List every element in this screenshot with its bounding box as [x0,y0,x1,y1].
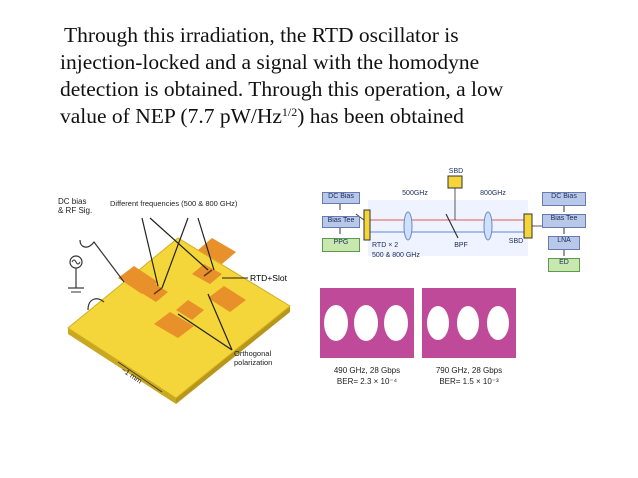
sbd-top-icon [447,175,463,189]
eye-diagram-790 [422,288,516,358]
wire-3 [87,298,105,311]
chip-side-front [68,328,176,404]
rtd-chip-drawing [67,217,291,404]
paragraph-line-2: injection-locked and a signal with the h… [60,50,480,74]
rtd-chip-figure: DC bias & RF Sig. Different frequencies … [58,178,310,404]
bias-tee-box-left: Bias Tee [322,216,360,228]
eye-open-1b [354,305,378,341]
paragraph-line-1: Through this irradiation, the RTD oscill… [64,23,459,47]
slot-1 [153,287,163,295]
freq-arrow-2 [149,217,209,271]
polar-arrow-1 [177,313,233,351]
body-paragraph: Through this irradiation, the RTD oscill… [60,22,620,130]
freq-arrow-4 [197,217,215,271]
sbd-right-label: SBD [508,238,524,245]
dc-bias-box-right: DC Bias [542,192,586,206]
bias-tee-box-right: Bias Tee [542,214,586,228]
sbd-top-label: SBD [448,168,464,175]
pad-3 [198,238,236,264]
nep-exponent: 1/2 [281,105,298,119]
rtd-x2-label: RTD × 2 [372,242,399,249]
freq-arrow-1 [141,217,159,287]
eye-diagram-490 [320,288,414,358]
nep-text: value of NEP (7.7 pW/Hz [60,104,282,128]
optical-band [368,200,528,256]
dc-bias-label: DC bias [58,197,87,206]
lens-2 [483,211,493,241]
wire-left [355,213,365,221]
lna-box: LNA [548,236,580,250]
wire-1 [79,239,125,283]
paragraph-line-3: detection is obtained. Through this oper… [60,77,504,101]
beam-splitter [445,213,459,239]
caption-490-ber: BER= 2.3 × 10⁻⁴ [336,377,398,386]
dimension-line [117,361,163,393]
chip-side-right [176,306,290,404]
rtd-tx-icon [363,209,371,241]
pad-6 [208,286,246,312]
pad-7 [176,300,204,320]
eye-open-2b [457,306,479,340]
nep-text-end: ) has been obtained [297,104,464,128]
rtd-rx-icon [523,213,533,239]
eye-open-2a [427,306,449,340]
caption-790-ber: BER= 1.5 × 10⁻³ [439,377,499,386]
bpf-label: BPF [454,242,468,249]
caption-790-rate: 790 GHz, 28 Gbps [435,366,503,375]
rtd-slot-label: RTD+Slot [250,273,287,283]
rf-sig-label: & RF Sig. [58,206,93,215]
slot-2 [203,269,213,277]
ed-box: ED [548,258,580,272]
setup-figure: DC Bias Bias Tee PPG DC Bias Bias Tee LN… [318,168,598,408]
freq-800-label: 800GHz [480,190,506,197]
freq-arrow-3 [161,217,189,289]
eye-open-1a [324,305,348,341]
paragraph-line-4: value of NEP (7.7 pW/Hz1/2) has been obt… [60,103,620,130]
polarization-label: polarization [234,358,273,367]
eye-open-1c [384,305,408,341]
freq-label: Different frequencies (500 & 800 GHz) [110,199,238,208]
polar-arrow-2 [207,293,233,351]
pad-2 [140,282,168,302]
caption-490-rate: 490 GHz, 28 Gbps [333,366,401,375]
orthogonal-label: Orthogonal [234,349,272,358]
ppg-box: PPG [322,238,360,252]
lens-1 [403,211,413,241]
dc-bias-box-left: DC Bias [322,192,360,204]
eye-diagram-490-drawing [320,288,414,358]
eye-open-2c [487,306,509,340]
sine-icon [71,259,81,265]
rtd-freqs-label: 500 & 800 GHz [372,252,420,259]
eye-diagram-790-drawing [422,288,516,358]
freq-500-label: 500GHz [402,190,428,197]
pad-5 [154,312,194,338]
setup-drawing [339,175,565,256]
